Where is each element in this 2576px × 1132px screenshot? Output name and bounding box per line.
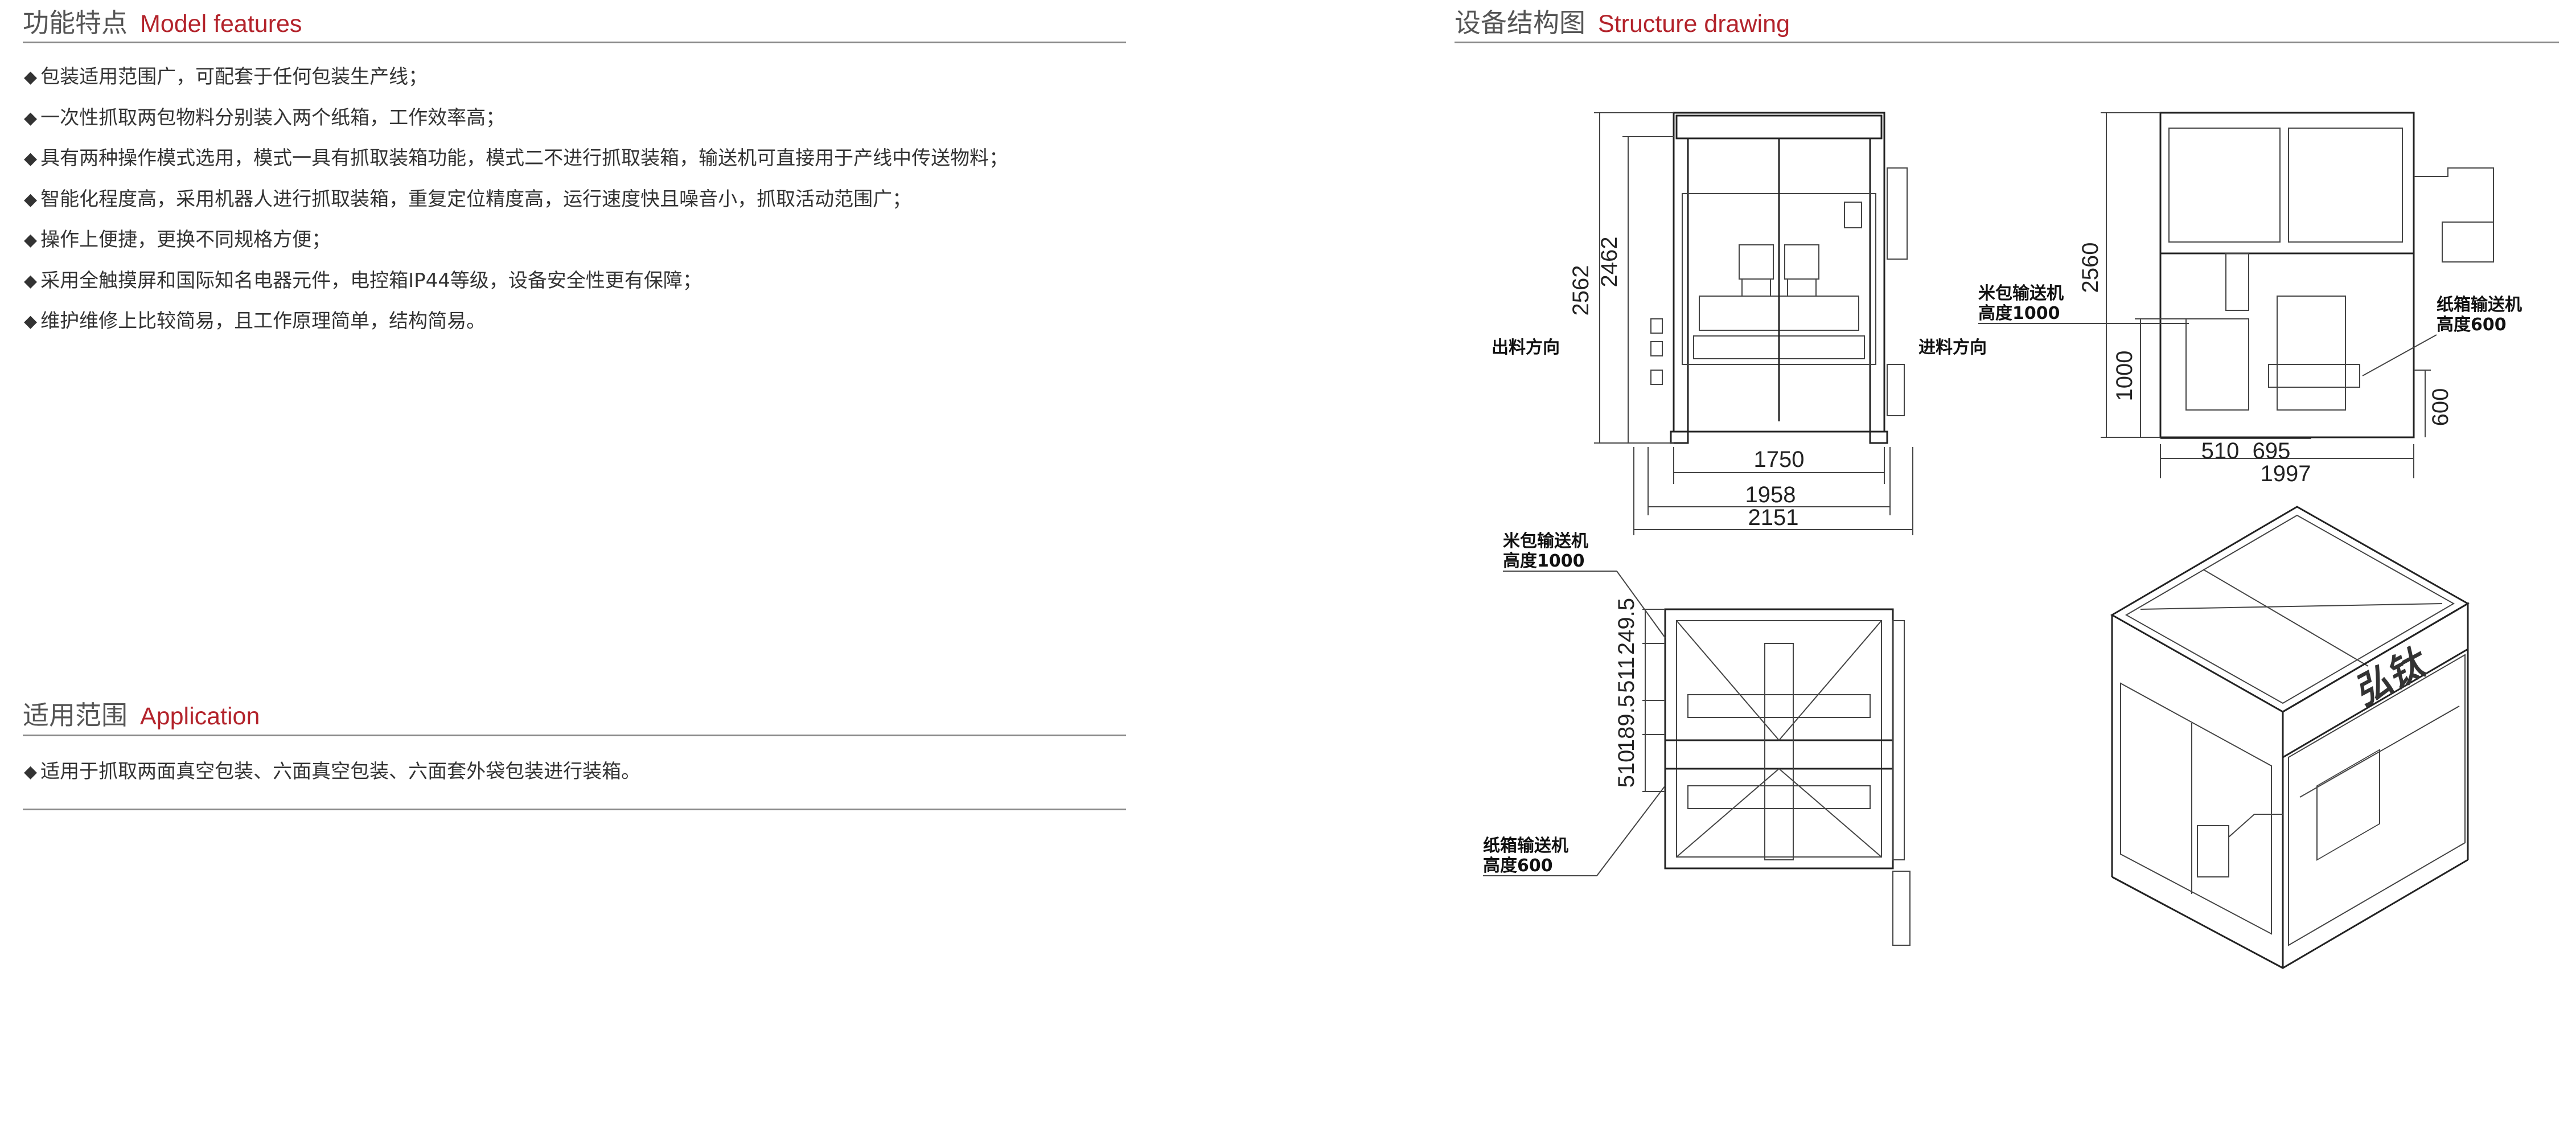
front-width-2151: 2151 — [1748, 505, 1799, 530]
list-item: ◆适用于抓取两面真空包装、六面真空包装、六面套外袋包装进行装箱。 — [24, 752, 640, 793]
application-title-cn: 适用范围 — [23, 700, 128, 731]
front-width-1958: 1958 — [1745, 482, 1796, 507]
features-heading: 功能特点 Model features — [23, 2, 302, 40]
side-height-600: 600 — [2428, 388, 2453, 426]
top-box-conveyor-height-label: 高度600 — [1483, 856, 1553, 876]
top-rice-conveyor-label: 米包输送机 — [1503, 531, 1588, 551]
top-dim-189-5: 189.5 — [1614, 695, 1639, 752]
diamond-bullet-icon: ◆ — [24, 762, 38, 782]
box-conveyor-height-label: 高度600 — [2437, 315, 2507, 335]
isometric-view-drawing: 弘钛 — [2110, 506, 2470, 969]
application-divider — [23, 735, 1126, 736]
diamond-bullet-icon: ◆ — [24, 270, 38, 291]
application-heading: 适用范围 Application — [23, 695, 260, 732]
structure-title-en: Structure drawing — [1598, 10, 1790, 38]
side-width-510: 510 — [2201, 438, 2240, 464]
application-bottom-divider — [23, 809, 1126, 810]
list-item: ◆包装适用范围广，可配套于任何包装生产线； — [24, 57, 1008, 98]
box-conveyor-label: 纸箱输送机 — [2437, 295, 2522, 315]
diamond-bullet-icon: ◆ — [24, 108, 38, 128]
list-item: ◆具有两种操作模式选用，模式一具有抓取装箱功能，模式二不进行抓取装箱，输送机可直… — [24, 138, 1008, 179]
side-height-1000: 1000 — [2112, 351, 2137, 401]
machine-brand-logo: 弘钛 — [2347, 640, 2435, 714]
features-title-en: Model features — [140, 10, 302, 38]
structure-title-cn: 设备结构图 — [1455, 7, 1585, 38]
side-view-drawing: 2560 1000 600 510 695 1997 米包输送机 高度1000 … — [1978, 112, 2522, 486]
diamond-bullet-icon: ◆ — [24, 149, 38, 169]
list-item: ◆智能化程度高，采用机器人进行抓取装箱，重复定位精度高，运行速度快且噪音小，抓取… — [24, 179, 1008, 220]
application-list: ◆适用于抓取两面真空包装、六面真空包装、六面套外袋包装进行装箱。 — [24, 752, 640, 793]
features-title-cn: 功能特点 — [23, 7, 128, 38]
top-dim-249-5: 249.5 — [1614, 598, 1639, 655]
side-height-2560: 2560 — [2078, 243, 2103, 293]
rice-conveyor-height-label: 高度1000 — [1978, 303, 2060, 323]
front-width-1750: 1750 — [1754, 447, 1805, 472]
structure-divider — [1455, 42, 2559, 43]
front-height-outer: 2562 — [1568, 265, 1593, 316]
features-list: ◆包装适用范围广，可配套于任何包装生产线； ◆一次性抓取两包物料分别装入两个纸箱… — [24, 57, 1008, 342]
front-view-drawing: 2562 2462 1750 1958 2151 出料方向 进料方向 — [1492, 112, 1987, 535]
top-view-drawing: 249.5 511 189.5 510 米包输送机 高度1000 纸箱输送机 高… — [1483, 531, 1911, 946]
top-rice-conveyor-height-label: 高度1000 — [1503, 551, 1585, 571]
top-dim-510: 510 — [1614, 750, 1639, 788]
structure-heading: 设备结构图 Structure drawing — [1455, 2, 1790, 40]
side-width-1997: 1997 — [2261, 461, 2311, 486]
diamond-bullet-icon: ◆ — [24, 189, 38, 210]
list-item: ◆操作上便捷，更换不同规格方便； — [24, 220, 1008, 261]
outlet-direction-label: 出料方向 — [1492, 338, 1560, 358]
list-item: ◆维护维修上比较简易，且工作原理简单，结构简易。 — [24, 301, 1008, 342]
diamond-bullet-icon: ◆ — [24, 67, 38, 87]
top-box-conveyor-label: 纸箱输送机 — [1483, 836, 1568, 856]
application-title-en: Application — [140, 703, 260, 730]
front-height-inner: 2462 — [1597, 237, 1622, 288]
diamond-bullet-icon: ◆ — [24, 230, 38, 250]
top-dim-511: 511 — [1614, 657, 1639, 693]
diamond-bullet-icon: ◆ — [24, 311, 38, 331]
features-divider — [23, 42, 1126, 43]
list-item: ◆一次性抓取两包物料分别装入两个纸箱，工作效率高； — [24, 98, 1008, 139]
side-width-695: 695 — [2253, 438, 2291, 464]
inlet-direction-label: 进料方向 — [1918, 338, 1987, 358]
list-item: ◆采用全触摸屏和国际知名电器元件，电控箱IP44等级，设备安全性更有保障； — [24, 261, 1008, 302]
rice-conveyor-label: 米包输送机 — [1978, 284, 2064, 303]
